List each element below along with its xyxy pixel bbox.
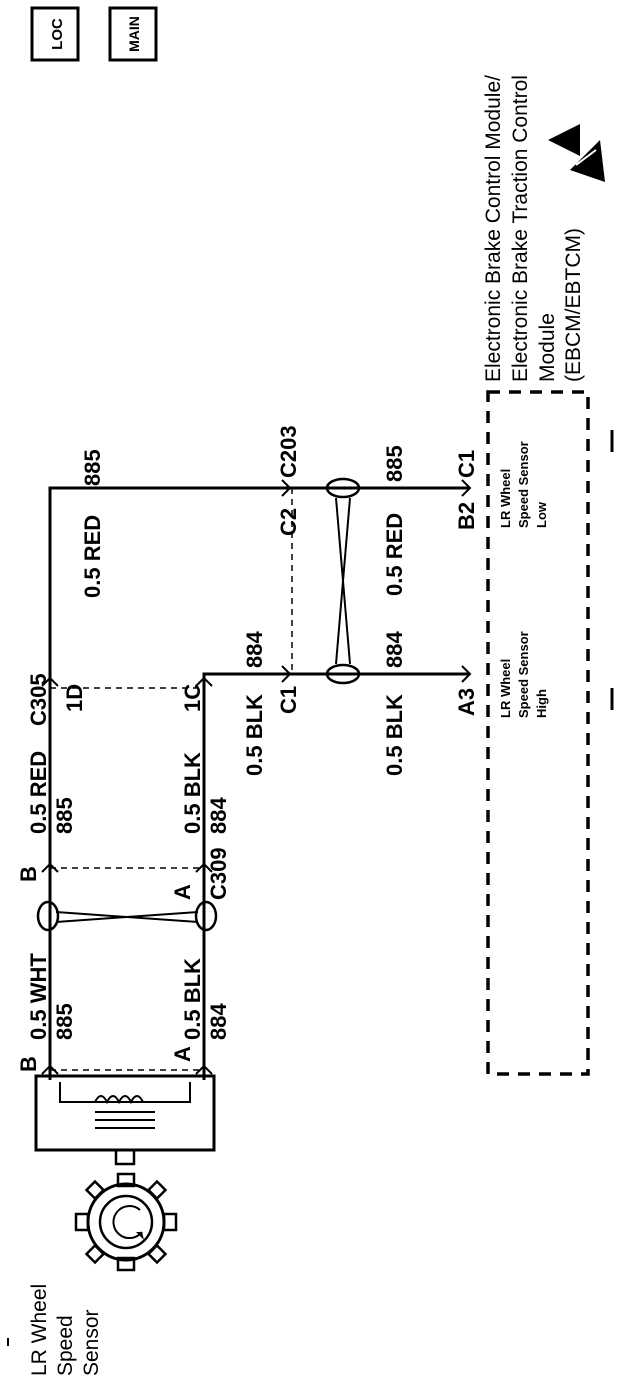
tone-wheel-icon	[74, 1172, 178, 1272]
svg-text:Electronic Brake Traction Cont: Electronic Brake Traction Control	[509, 75, 532, 382]
twisted-pair-1	[36, 900, 218, 932]
svg-text:1C: 1C	[180, 684, 205, 712]
svg-text:B2: B2	[454, 502, 479, 530]
svg-text:C2: C2	[276, 508, 301, 536]
svg-text:C1: C1	[454, 450, 479, 478]
svg-text:Sensor: Sensor	[80, 1309, 103, 1376]
wire-885-top	[48, 486, 470, 1080]
svg-text:A: A	[170, 884, 195, 900]
svg-text:0.5 RED: 0.5 RED	[382, 513, 407, 596]
svg-text:0.5 BLK: 0.5 BLK	[180, 752, 205, 834]
connector-arrows	[41, 479, 472, 1075]
svg-text:LR Wheel: LR Wheel	[498, 469, 513, 528]
svg-text:Speed Sensor: Speed Sensor	[516, 631, 531, 718]
svg-text:0.5 BLK: 0.5 BLK	[242, 694, 267, 776]
main-icon[interactable]: MAIN	[108, 6, 158, 62]
svg-text:High: High	[534, 689, 549, 718]
svg-text:0.5 RED: 0.5 RED	[26, 751, 51, 834]
svg-text:0.5 WHT: 0.5 WHT	[26, 953, 51, 1040]
wheel-speed-sensor	[34, 1074, 216, 1166]
svg-text:C305: C305	[26, 673, 51, 726]
svg-text:0.5 RED: 0.5 RED	[80, 515, 105, 598]
svg-text:A3: A3	[454, 688, 479, 716]
svg-text:C1: C1	[276, 686, 301, 714]
svg-text:LR Wheel: LR Wheel	[28, 1284, 51, 1376]
svg-text:885: 885	[52, 797, 77, 834]
svg-text:885: 885	[80, 449, 105, 486]
svg-text:0.5 BLK: 0.5 BLK	[180, 958, 205, 1040]
svg-text:1D: 1D	[62, 684, 87, 712]
svg-text:C309: C309	[206, 847, 231, 900]
wire-884-bottom	[202, 672, 470, 1080]
svg-text:(EBCM/EBTCM): (EBCM/EBTCM)	[562, 228, 585, 382]
svg-text:Module: Module	[536, 313, 559, 382]
svg-text:884: 884	[242, 631, 267, 668]
loc-icon[interactable]: LOC	[30, 6, 80, 62]
svg-text:Low: Low	[534, 501, 549, 528]
svg-text:Electronic Brake Control Modul: Electronic Brake Control Module/	[482, 75, 505, 382]
svg-text:MAIN: MAIN	[126, 16, 142, 52]
svg-text:885: 885	[382, 445, 407, 482]
svg-text:884: 884	[206, 797, 231, 834]
svg-text:885: 885	[52, 1003, 77, 1040]
svg-text:B: B	[16, 1056, 41, 1072]
svg-text:B: B	[16, 866, 41, 882]
pin-desc-low: LR Wheel Speed Sensor Low	[498, 441, 549, 528]
esd-warning-icon	[548, 124, 605, 182]
ebcm-module-box	[486, 390, 590, 1076]
svg-text:884: 884	[382, 631, 407, 668]
svg-text:Speed: Speed	[54, 1315, 77, 1376]
svg-text:LR Wheel: LR Wheel	[498, 659, 513, 718]
module-title: Electronic Brake Control Module/ Electro…	[482, 75, 585, 382]
svg-text:0.5 BLK: 0.5 BLK	[382, 694, 407, 776]
sensor-name: LR Wheel Speed Sensor	[28, 1284, 103, 1376]
svg-text:C203: C203	[276, 425, 301, 478]
svg-text:LOC: LOC	[49, 18, 66, 50]
pin-desc-high: LR Wheel Speed Sensor High	[498, 631, 549, 718]
svg-text:Speed Sensor: Speed Sensor	[516, 441, 531, 528]
twisted-pair-2	[325, 477, 361, 685]
svg-text:A: A	[170, 1046, 195, 1062]
svg-text:884: 884	[206, 1003, 231, 1040]
